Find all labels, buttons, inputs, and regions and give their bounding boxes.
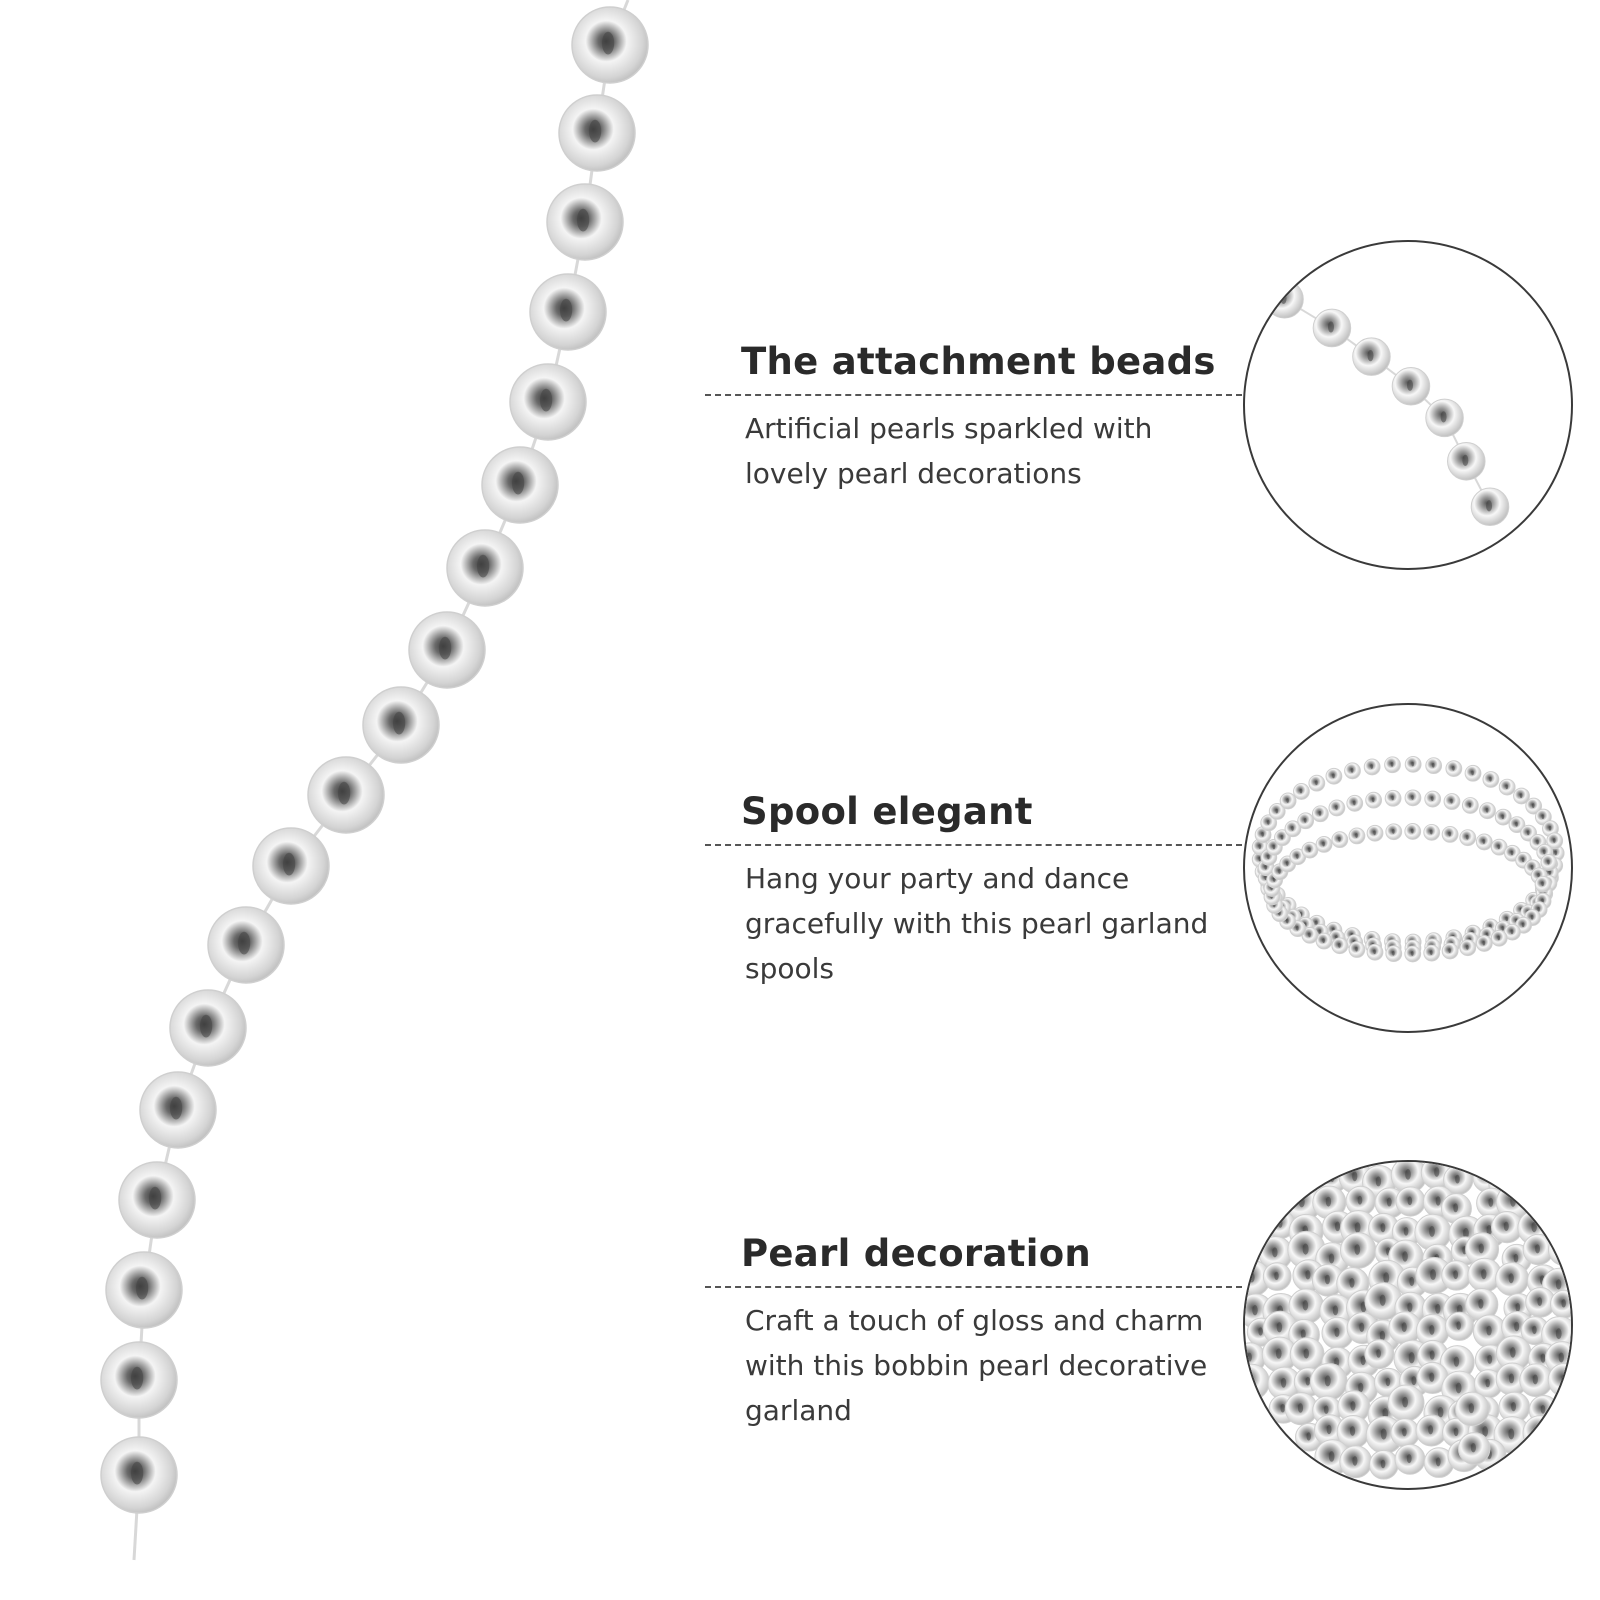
feature-title: Spool elegant [741,790,1033,833]
feature-description: Artificial pearls sparkled with lovely p… [745,412,1153,490]
dashed-divider [705,1286,1242,1288]
feature-title: Pearl decoration [741,1232,1092,1275]
dashed-divider [705,394,1242,396]
feature-description: Hang your party and dance gracefully wit… [745,862,1209,985]
feature-description: Craft a touch of gloss and charm with th… [745,1304,1208,1427]
bead-strand-closeup-icon [1243,240,1573,570]
bead-pile-icon [1243,1160,1573,1490]
feature-title: The attachment beads [741,340,1216,383]
bead-spool-coil-icon [1243,703,1573,1033]
dashed-divider [705,844,1242,846]
